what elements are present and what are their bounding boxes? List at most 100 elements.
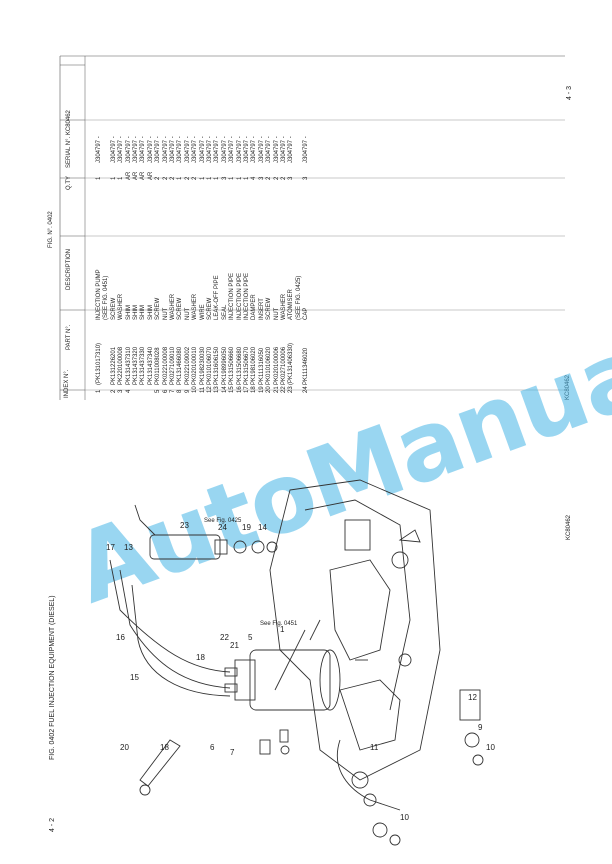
header-part: PART N°. (66, 324, 72, 350)
row-part-number: PK010106070 (207, 346, 213, 385)
row-index: 21 (273, 386, 280, 393)
row-index: 12 (207, 386, 213, 393)
row-qty: 1 (229, 176, 236, 180)
row-description: INJECTION PUMP (96, 269, 102, 320)
header-qty: Q.TY (66, 175, 72, 190)
row-serial: J304797 - (125, 136, 132, 163)
row-serial: J304797 - (177, 136, 184, 163)
callout-5: 5 (248, 633, 253, 642)
row-description: SHIM (125, 305, 132, 320)
row-serial: J304797 - (184, 136, 191, 163)
row-index: 1 (96, 389, 102, 393)
row-part-number: PK131437310 (125, 346, 132, 385)
row-index: 10 (192, 386, 199, 393)
row-serial: J304797 - (118, 136, 125, 163)
row-description: WASHER (192, 293, 199, 320)
row-index: 13 (214, 386, 221, 393)
header-serial: SERIAL N°. KC80462 (66, 110, 72, 168)
row-description: INJECTION PIPE (229, 272, 236, 320)
callout-11: 11 (370, 743, 379, 752)
callout-7: 7 (230, 748, 235, 757)
row-description: WIRE (199, 304, 206, 320)
row-index: 23 (288, 386, 295, 393)
callout-17: 17 (106, 543, 115, 552)
fig-number-label: FIG. N°. 0402 (48, 211, 54, 248)
row-part-number: PK131606150 (214, 346, 221, 385)
row-serial: J304797 - (244, 136, 250, 163)
row-part-number: (PK131406330) (288, 342, 295, 385)
row-serial: J304797 - (162, 136, 169, 163)
row-description: WASHER (170, 293, 176, 320)
row-part-number: PK131437340 (147, 346, 154, 385)
row-index: 7 (170, 389, 176, 393)
row-description: (SEE FIG. 0425) (295, 275, 302, 320)
row-index: 22 (281, 386, 287, 393)
engine-block (269, 479, 441, 781)
header-description: DESCRIPTION (66, 248, 72, 290)
callout-21: 21 (230, 641, 239, 650)
callout-15: 15 (130, 673, 139, 682)
row-serial: J304797 - (236, 136, 243, 163)
row-qty: 3 (288, 176, 295, 180)
row-part-number: PK020100006 (273, 346, 280, 385)
row-qty: 1 (96, 176, 102, 180)
callout-23: 23 (180, 521, 189, 530)
row-qty: 2 (155, 176, 162, 180)
row-serial: J304797 - (133, 136, 139, 163)
injection-pipe-17 (131, 584, 231, 697)
row-description: (SEE FIG. 0451) (103, 275, 110, 320)
row-part-number: PK027100006 (281, 346, 287, 385)
row-qty: 1 (236, 176, 243, 180)
row-index: 19 (258, 386, 265, 393)
row-qty: AR (133, 171, 139, 180)
callout-13: 13 (124, 543, 133, 552)
row-qty: 2 (170, 176, 176, 180)
see-fig-0425: See Fig. 0425 (204, 518, 242, 524)
row-index: 9 (184, 389, 191, 393)
injection-pump (249, 649, 331, 711)
row-index: 14 (221, 386, 228, 393)
see-fig-0451: See Fig. 0451 (260, 621, 298, 627)
row-index: 11 (199, 386, 206, 393)
row-serial: J304797 - (251, 136, 258, 163)
row-part-number: PK198230030 (199, 346, 206, 385)
row-serial: J304797 - (207, 136, 213, 163)
row-part-number: PK131437320 (133, 346, 139, 385)
row-qty: 1 (207, 176, 213, 180)
row-index: 24 (303, 386, 310, 393)
row-serial: J304797 - (147, 136, 154, 163)
row-description: DAMPER (251, 294, 258, 320)
row-part-number: PK131506670 (244, 346, 250, 385)
row-description: INSERT (258, 298, 265, 320)
row-description: INJECTION PIPE (244, 272, 250, 320)
row-part-number: PK010106020 (266, 346, 273, 385)
row-part-number: PK022109002 (184, 346, 191, 385)
row-description: SEAL (221, 304, 228, 320)
row-part-number: PK131226201 (110, 346, 117, 385)
callout-6: 6 (210, 743, 215, 752)
row-qty: AR (140, 171, 147, 180)
callout-9: 9 (478, 723, 483, 732)
callout-10b: 10 (486, 743, 495, 752)
row-description: NUT (273, 307, 280, 320)
row-serial: J304797 - (96, 136, 102, 163)
row-serial: J304797 - (214, 136, 221, 163)
row-serial: J304797 - (258, 136, 265, 163)
row-index: 15 (229, 386, 236, 393)
row-part-number: PK011008028 (155, 347, 162, 385)
injection-pipe-15 (109, 559, 231, 673)
row-serial: J304797 - (221, 136, 228, 163)
row-description: SCREW (177, 297, 184, 320)
row-description: SCREW (155, 297, 162, 320)
row-index: 4 (125, 389, 132, 393)
row-description: SHIM (133, 305, 139, 320)
row-description: WASHER (281, 293, 287, 320)
row-serial: J304797 - (229, 136, 236, 163)
injection-pipe-16 (119, 569, 231, 689)
row-serial: J304797 - (192, 136, 199, 163)
row-index: 20 (266, 386, 273, 393)
header-index: INDEX N°. (64, 369, 70, 398)
row-qty: 1 (110, 176, 117, 180)
row-part-number: PK027109010 (170, 346, 176, 385)
row-qty: AR (147, 171, 154, 180)
